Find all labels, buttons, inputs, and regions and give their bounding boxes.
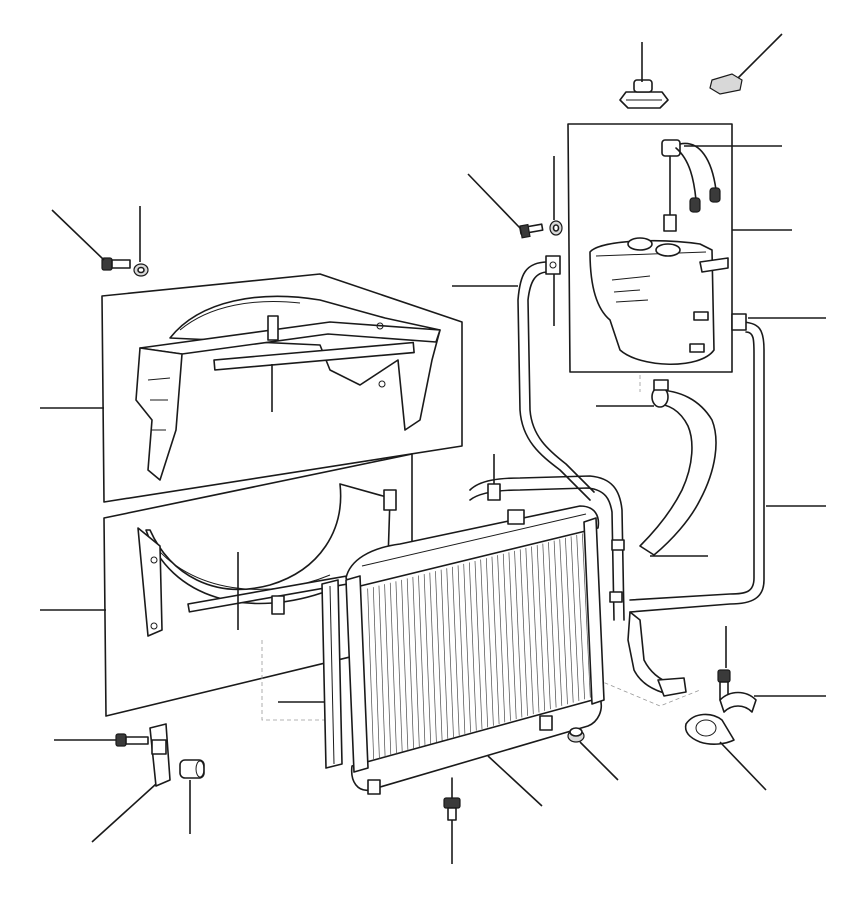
radiator-fin [412,576,420,748]
mounting-rubber [567,727,585,743]
radiator-fin [491,556,500,725]
radiator-fin [497,555,506,723]
radiator-fin [508,552,517,720]
level-sensor [661,139,721,232]
radiator-fin [514,550,523,718]
tank-washer [549,220,563,236]
bottom-hose [627,611,687,697]
radiator-fin [429,572,437,743]
top-hose [639,379,717,556]
radiator-fin [474,560,483,730]
leader-radiator [487,755,543,807]
radiator-fin [452,566,460,736]
radiator-fin [519,549,528,716]
radiator-seal [321,579,343,769]
pipe-clip [684,691,757,745]
bracket-bolt [115,733,149,747]
bypass-pipe [469,475,625,621]
pressure-cap [619,79,669,109]
tank-return-hose [629,313,765,613]
radiator-fin [542,543,551,710]
radiator [345,505,605,795]
radiator-fin [485,558,494,726]
radiator-fin [525,547,534,715]
radiator-fin [435,571,443,741]
radiator-fin [418,575,426,746]
leader-sensor-cover [737,33,783,79]
upper-fan-cowl [101,273,463,503]
leader-mounting-rubber [579,741,619,781]
bracket-bush [179,759,205,779]
radiator-fin [389,582,397,754]
leader-mounting-bracket [91,783,157,843]
radiator-fin [406,578,414,749]
radiator-fin [378,585,386,758]
radiator-fin [502,553,511,721]
leader-pipe-clip [719,741,767,791]
overflow-pipe [517,261,595,501]
radiator-fin [548,542,557,708]
radiator-fin [440,569,449,739]
construction-lines [261,375,701,721]
radiator-fin [553,540,563,706]
radiator-fin [582,533,591,698]
radiator-fin [367,588,375,761]
radiator-fin [384,584,392,756]
radiator-fin [469,562,477,731]
radiator-core-fins [367,533,591,761]
radiator-fin [423,574,432,744]
cowl-washer [133,263,149,277]
radiator-fin [372,587,380,759]
radiator-fin [463,563,471,733]
radiator-fin [536,545,546,711]
radiator-fin [531,546,540,713]
callout-leaders [40,33,826,864]
leader-tank-bolt [467,173,521,229]
mounting-bracket [149,723,171,787]
radiator-fin [565,537,574,703]
hose-clip-upper [545,255,561,275]
radiator-fin [570,536,580,701]
radiator-fin [559,539,568,705]
radiator-fin [395,581,403,753]
expansion-tank [589,237,729,365]
radiator-fin [446,568,454,738]
radiator-fin [576,534,585,700]
radiator-fin [457,565,466,734]
level-sensor-cover [709,73,743,95]
radiator-fin [401,579,409,751]
tank-bolt [519,223,544,239]
radiator-fin [480,559,489,728]
expansion-tank-panel [567,123,733,373]
cowl-bolt [101,257,131,271]
leader-cowl-bolt [51,209,105,261]
clip-bolt [717,669,731,701]
drain-plug [443,777,461,821]
